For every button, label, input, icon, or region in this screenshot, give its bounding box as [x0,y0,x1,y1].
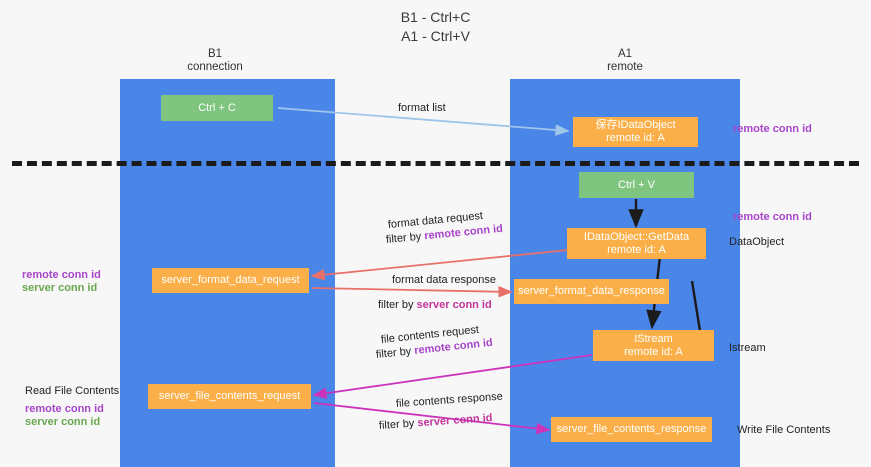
box-server-file-contents-response[interactable]: server_file_contents_response [551,417,712,442]
box-server-format-data-request-label: server_format_data_request [161,274,300,286]
box-server-format-data-response[interactable]: server_format_data_response [514,279,669,304]
label-left-remote-conn-id-bottom: remote conn id [25,403,104,415]
box-save-idataobject-line2: remote id: A [606,132,665,144]
box-idataobject-getdata-line2: remote id: A [607,243,666,256]
title-line-1: B1 - Ctrl+C [400,9,471,25]
lane-header-b1: B1 connection [155,48,275,74]
box-idataobject-getdata[interactable]: IDataObject::GetData remote id: A [567,228,706,259]
label-right-remote-conn-id-mid: remote conn id [733,211,812,223]
phase-divider [12,161,859,166]
box-idataobject-getdata-line1: IDataObject::GetData [583,230,690,243]
box-ctrl-v[interactable]: Ctrl + V [579,172,694,198]
box-save-idataobject-line1: 保存IDataObject [595,119,676,131]
lane-header-a1-name: A1 [617,48,633,60]
lane-header-b1-name: B1 [207,48,223,60]
title-line-2: A1 - Ctrl+V [401,28,470,44]
box-ctrl-c[interactable]: Ctrl + C [161,95,273,121]
box-server-file-contents-response-label: server_file_contents_response [556,423,707,435]
box-server-file-contents-request-label: server_file_contents_request [158,390,301,402]
label-left-server-conn-id-bottom: server conn id [25,416,101,428]
lane-header-a1: A1 remote [565,48,685,74]
label-format-list: format list [398,102,446,114]
label-right-write-file-contents: Write File Contents [737,424,831,436]
label-file-contents-request-filter-prefix: filter by [375,345,415,361]
box-server-file-contents-request[interactable]: server_file_contents_request [148,384,311,409]
label-format-data-response-filter-prefix: filter by [378,299,417,311]
label-right-remote-conn-id-top: remote conn id [733,123,812,135]
label-right-dataobject: DataObject [729,236,785,248]
diagram-title: B1 - Ctrl+C A1 - Ctrl+V [0,8,871,46]
label-right-istream: Istream [729,342,766,354]
label-format-data-response-filter-key: server conn id [416,299,492,311]
label-format-data-request-filter-prefix: filter by [385,230,425,246]
label-file-contents-response-filter: filter by server conn id [379,412,493,433]
box-server-format-data-response-label: server_format_data_response [518,285,665,297]
label-left-read-file-contents: Read File Contents [25,385,120,397]
lane-header-b1-role: connection [187,61,243,73]
lane-header-a1-role: remote [607,61,643,73]
label-format-data-response: format data response [392,274,496,286]
label-file-contents-response: file contents response [395,390,504,410]
box-save-idataobject[interactable]: 保存IDataObject remote id: A [573,117,698,147]
box-istream-line1: IStream [634,332,673,345]
box-ctrl-c-label: Ctrl + C [198,101,236,114]
label-left-server-conn-id-mid: server conn id [22,282,98,294]
label-file-contents-response-filter-prefix: filter by [378,417,418,432]
box-istream[interactable]: IStream remote id: A [593,330,714,361]
label-format-data-response-filter: filter by server conn id [378,299,492,312]
label-left-remote-conn-id-mid: remote conn id [22,269,101,281]
label-file-contents-response-filter-key: server conn id [416,412,493,430]
box-server-format-data-request[interactable]: server_format_data_request [152,268,309,293]
box-ctrl-v-label: Ctrl + V [618,178,655,191]
box-istream-line2: remote id: A [624,345,683,358]
